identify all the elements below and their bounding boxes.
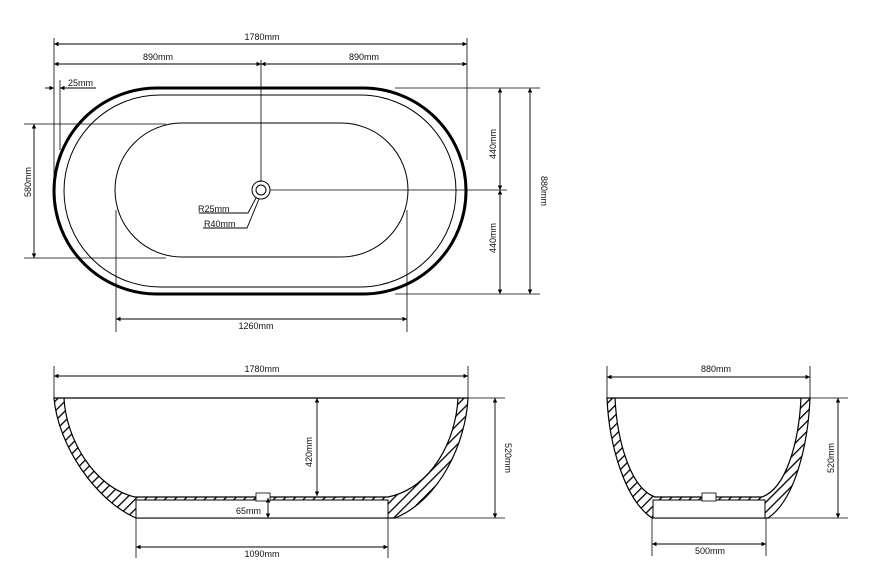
- top-basin-length-label: 1260mm: [238, 321, 273, 331]
- end-base-width-label: 500mm: [695, 546, 725, 556]
- drain-inner-circle: [255, 184, 267, 196]
- top-inner-width-label: 580mm: [23, 167, 33, 197]
- end-overall-height-label: 520mm: [826, 443, 836, 473]
- top-half-width-top-label: 440mm: [488, 129, 498, 159]
- top-view-outer-rim: [52, 86, 468, 296]
- end-view-base: [652, 499, 766, 519]
- top-view-inner-rim: [63, 94, 457, 288]
- top-half-length-right-label: 890mm: [349, 52, 379, 62]
- side-base-thickness-label: 65mm: [236, 506, 261, 516]
- drain-outer-circle: [251, 180, 271, 200]
- top-view: 1780mm 890mm 890mm 25mm 580mm 440mm 440m…: [23, 32, 549, 332]
- end-view: 880mm 520mm 500mm: [606, 364, 848, 556]
- drain-inner-radius-label: R25mm: [198, 204, 230, 214]
- side-overall-height-label: 520mm: [503, 443, 513, 473]
- side-view-drain-notch: [255, 492, 271, 502]
- end-view-drain-notch: [701, 492, 717, 502]
- side-base-length-label: 1090mm: [244, 549, 279, 559]
- top-overall-length-label: 1780mm: [244, 32, 279, 42]
- side-view-base: [135, 499, 389, 519]
- top-view-basin-floor: [114, 122, 409, 258]
- drain-outer-radius-label: R40mm: [204, 219, 236, 229]
- side-overall-length-label: 1780mm: [244, 364, 279, 374]
- top-rim-thickness-label: 25mm: [68, 78, 93, 88]
- side-inner-depth-label: 420mm: [304, 437, 314, 467]
- side-view: 1780mm 420mm 520mm 65mm 1090mm: [53, 364, 513, 559]
- top-half-length-left-label: 890mm: [143, 52, 173, 62]
- end-overall-width-label: 880mm: [701, 364, 731, 374]
- top-half-width-bottom-label: 440mm: [488, 223, 498, 253]
- top-overall-width-label: 880mm: [539, 176, 549, 206]
